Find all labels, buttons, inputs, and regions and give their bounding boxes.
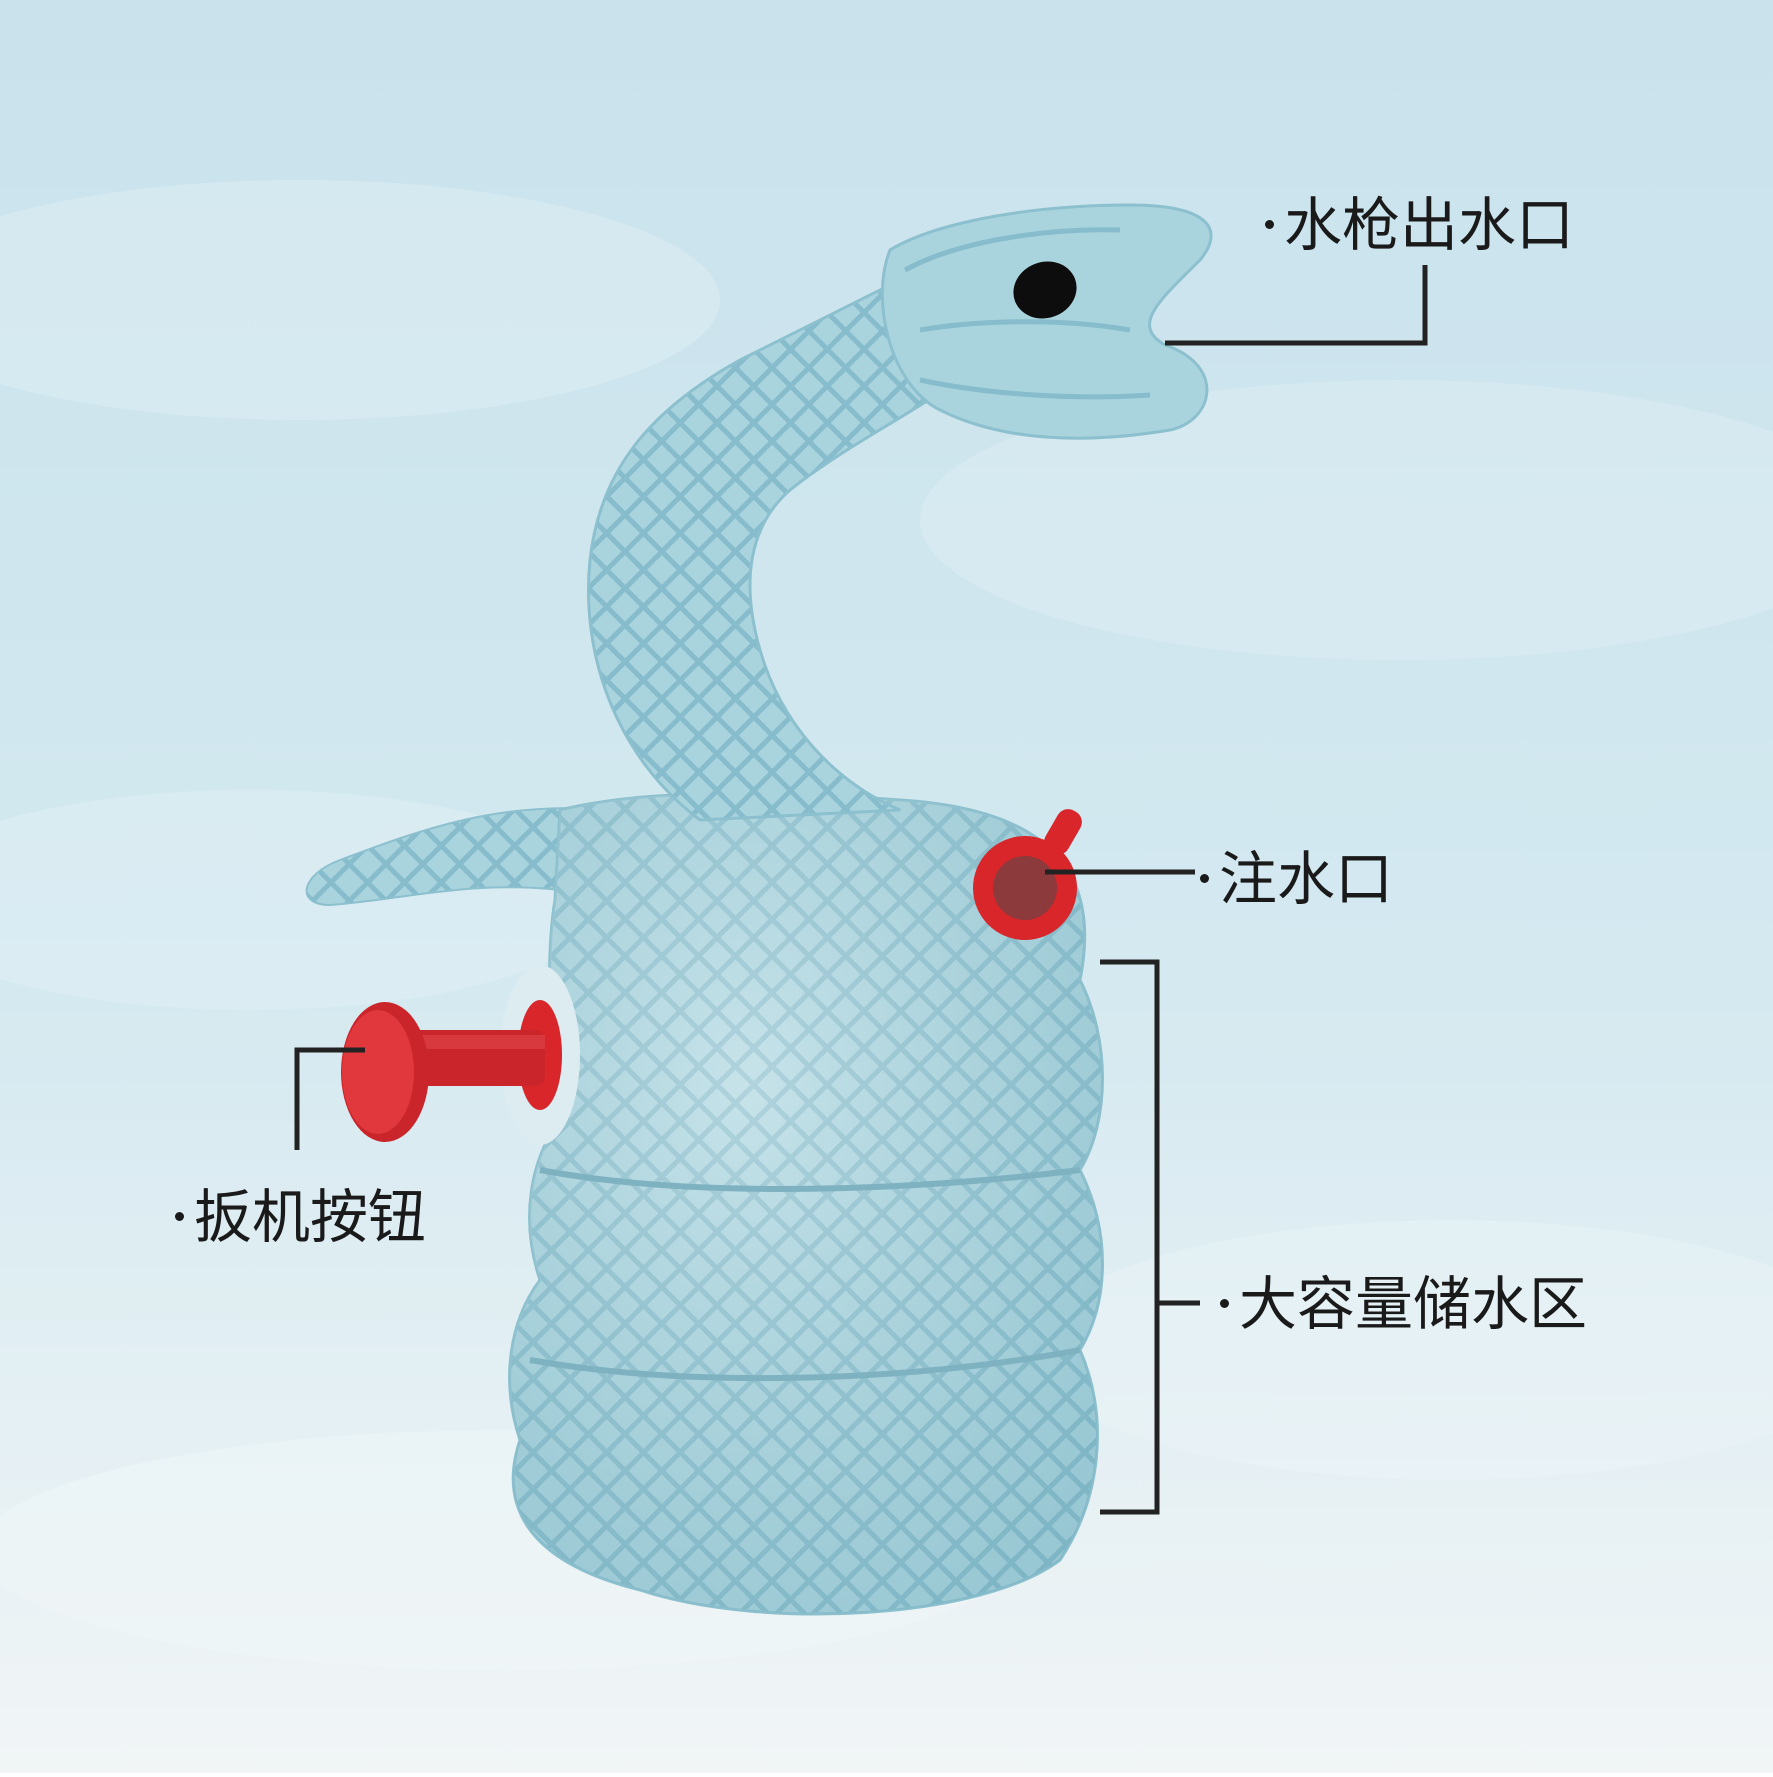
callout-bracket-reservoir — [1100, 959, 1160, 1515]
bullet-icon — [1200, 874, 1209, 884]
coil-seam — [529, 1347, 1081, 1382]
callout-fill-port-label: 注水口 — [1200, 850, 1393, 908]
head-scales — [903, 227, 1151, 400]
bullet-icon — [175, 1212, 184, 1222]
eye-icon — [1013, 261, 1077, 319]
trigger-button — [341, 1002, 545, 1142]
callout-spout-label: 水枪出水口 — [1265, 196, 1574, 254]
bullet-icon — [1220, 1299, 1229, 1309]
callout-line-spout — [1165, 265, 1428, 346]
fill-port-cap — [973, 809, 1082, 940]
snake-tail — [305, 807, 612, 907]
callout-reservoir-label: 大容量储水区 — [1220, 1275, 1587, 1333]
callout-line-trigger — [294, 1047, 365, 1150]
bullet-icon — [1265, 220, 1274, 230]
coil-seam — [539, 1167, 1081, 1192]
callout-trigger-label: 扳机按钮 — [175, 1188, 426, 1246]
callout-lines — [294, 265, 1428, 1515]
